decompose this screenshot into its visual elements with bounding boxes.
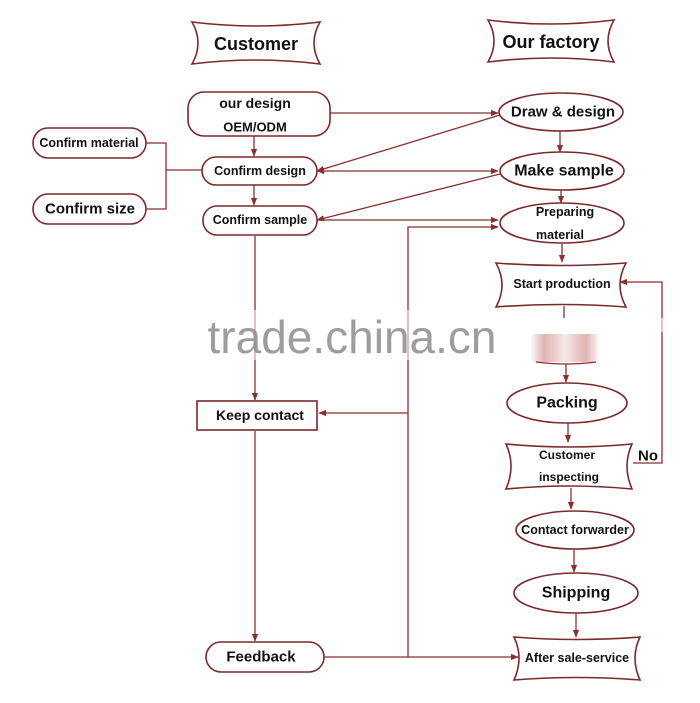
header-factory: Our factory <box>486 19 616 63</box>
header-factory-label: Our factory <box>502 32 599 52</box>
node-after-sale-label: After sale-service <box>525 651 629 665</box>
node-our-design-line2: OEM/ODM <box>223 120 287 135</box>
node-our-design-line1: our design <box>219 95 291 111</box>
node-draw-design-label: Draw & design <box>511 104 615 121</box>
node-confirm-design: Confirm design <box>201 156 318 186</box>
node-our-design: our design OEM/ODM <box>187 91 331 137</box>
node-make-sample-label: Make sample <box>514 163 614 180</box>
node-draw-design: Draw & design <box>498 92 624 132</box>
node-obscured <box>520 318 670 365</box>
node-preparing-line2: material <box>536 228 584 242</box>
header-customer: Customer <box>190 21 322 65</box>
node-confirm-material-label: Confirm material <box>39 136 138 150</box>
node-shipping-label: Shipping <box>542 585 610 602</box>
arrow-make-sample-to-confirm-sample <box>316 173 501 222</box>
edge-label-no: No <box>638 448 658 465</box>
bracket-material-size <box>146 142 167 210</box>
node-confirm-material: Confirm material <box>32 127 147 159</box>
node-start-production-label: Start production <box>513 277 610 291</box>
node-preparing-material: Preparing material <box>499 202 625 244</box>
node-inspecting-line2: inspecting <box>539 470 599 484</box>
node-after-sale-service: After sale-service <box>512 636 642 681</box>
header-customer-label: Customer <box>214 34 298 54</box>
node-shipping: Shipping <box>513 572 639 614</box>
node-inspecting-line1: Customer <box>539 448 595 462</box>
watermark: trade.china.cn <box>200 310 510 363</box>
node-confirm-size-label: Confirm size <box>45 201 135 218</box>
node-make-sample: Make sample <box>499 151 625 191</box>
node-confirm-size: Confirm size <box>32 193 147 225</box>
bus-to-preparing <box>407 223 499 657</box>
node-feedback: Feedback <box>205 641 325 673</box>
node-start-production: Start production <box>494 262 628 308</box>
node-contact-forwarder: Contact forwarder <box>515 510 635 550</box>
arrow-draw-to-confirm-design <box>316 114 501 172</box>
node-confirm-sample: Confirm sample <box>202 205 318 236</box>
node-confirm-design-label: Confirm design <box>214 164 306 178</box>
node-customer-inspecting: Customer inspecting <box>504 443 634 490</box>
node-keep-contact: Keep contact <box>196 400 318 431</box>
node-packing-label: Packing <box>536 395 597 412</box>
node-keep-contact-label: Keep contact <box>216 407 304 423</box>
node-feedback-label: Feedback <box>226 649 296 666</box>
arrow-no-loop-to-start <box>619 278 663 464</box>
node-confirm-sample-label: Confirm sample <box>213 213 308 227</box>
node-packing: Packing <box>506 382 628 424</box>
node-preparing-line1: Preparing <box>536 205 594 219</box>
connectors <box>146 109 663 661</box>
watermark-text: trade.china.cn <box>208 311 497 363</box>
node-contact-forwarder-label: Contact forwarder <box>521 523 629 537</box>
